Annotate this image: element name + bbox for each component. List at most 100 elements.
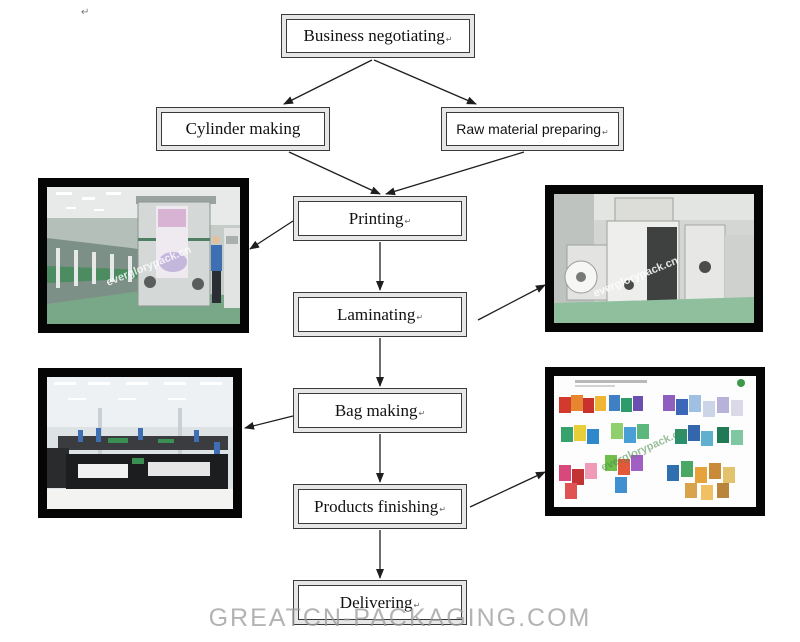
photo-finished-products: everglorypack.cn [545, 367, 765, 516]
ceiling-light [168, 398, 186, 400]
photo-scene [47, 377, 233, 509]
cabinet-panel [226, 236, 238, 244]
pouch [717, 427, 729, 443]
step-label: Laminating [336, 304, 416, 324]
roller [624, 280, 634, 290]
step-products-finishing: Products finishing↵ [293, 484, 467, 529]
pouch-cluster [675, 425, 743, 446]
worker [78, 430, 83, 442]
pouch [615, 477, 627, 493]
laminating-machine-top [614, 197, 674, 223]
pouch-cluster [559, 395, 643, 413]
ceiling-light [126, 382, 148, 385]
pouch [663, 395, 675, 411]
ceiling-light [88, 382, 110, 385]
pouch-cluster [561, 423, 649, 444]
step-laminating: Laminating↵ [293, 292, 467, 337]
arrow-bag-making-to-photo [244, 415, 294, 430]
ceiling-light [68, 398, 86, 400]
machine-row-stripe [47, 266, 148, 283]
pouch [703, 401, 715, 417]
photo-scene: everglorypack.cn [554, 376, 756, 507]
return-mark: ↵ [602, 127, 609, 137]
ceiling-light [106, 192, 121, 195]
corner-return-mark: ↵ [81, 7, 90, 18]
pouch [701, 431, 713, 446]
return-mark: ↵ [439, 505, 446, 514]
pouch [685, 483, 697, 498]
ceiling-light [54, 382, 76, 385]
pouch [587, 429, 599, 444]
ceiling-light [118, 398, 136, 400]
ceiling-light [66, 207, 76, 209]
worker-pants [212, 271, 221, 303]
photo-laminating-machine: everglorypack.cn [545, 185, 763, 332]
catalog-header [575, 380, 647, 383]
pouch [688, 425, 700, 441]
pouch-cluster [663, 395, 743, 417]
pouch [571, 395, 583, 411]
photo-scene: everglorypack.cn [47, 187, 240, 324]
step-cylinder-making: Cylinder making [156, 107, 330, 151]
arrow-finishing-to-photo [469, 471, 546, 508]
pouch [583, 398, 594, 413]
machine-panel [148, 462, 210, 476]
machine-unit [725, 235, 754, 303]
pouch [631, 455, 643, 471]
ceiling-light [56, 192, 72, 195]
machine-unit [128, 256, 132, 282]
pouch [559, 397, 571, 413]
machine-accent [158, 439, 174, 443]
step-label: Business negotiating [303, 26, 445, 45]
step-label: Bag making [334, 400, 418, 420]
machine-accent [108, 438, 128, 443]
pouch [701, 485, 713, 500]
arrow-raw-material-to-printing [385, 151, 525, 196]
return-mark: ↵ [413, 601, 421, 610]
printing-machine-frame [136, 196, 216, 204]
step-label: Printing [348, 208, 404, 228]
ceiling-light [94, 209, 104, 211]
roller [192, 278, 204, 290]
arrow-printing-to-photo [249, 220, 294, 250]
step-printing: Printing↵ [293, 196, 467, 241]
pouch [667, 465, 679, 481]
step-raw-material-preparing: Raw material preparing↵ [441, 107, 624, 151]
worker [138, 428, 143, 440]
roller [144, 276, 156, 288]
machine-unit [56, 248, 60, 288]
pouch [717, 483, 729, 498]
pouch [621, 398, 632, 412]
step-business-negotiating: Business negotiating↵ [281, 14, 475, 58]
pouch [572, 469, 584, 485]
pouch [717, 397, 729, 413]
worker-shirt [211, 245, 222, 271]
pouch [676, 399, 688, 415]
machine-unit [74, 250, 78, 286]
pouch [605, 455, 617, 471]
pouch [618, 459, 630, 475]
pouch [561, 427, 573, 442]
machine-unit [92, 252, 96, 284]
machine-accent [132, 458, 144, 464]
worker [214, 442, 220, 460]
pouch [574, 425, 586, 441]
pouch [709, 463, 721, 479]
ceiling-light [164, 382, 186, 385]
step-bag-making: Bag making↵ [293, 388, 467, 433]
machine-unit [110, 254, 114, 282]
catalog-header [575, 385, 615, 387]
worker [96, 428, 101, 442]
step-label: Raw material preparing [456, 121, 602, 137]
ceiling-light [82, 197, 95, 200]
worker-head [212, 236, 220, 244]
pouch [695, 467, 707, 483]
pouch [637, 424, 649, 439]
return-mark: ↵ [418, 409, 426, 418]
printing-film-print [158, 209, 186, 227]
step-label: Products finishing [314, 496, 439, 516]
pouch [633, 396, 643, 411]
pouch [731, 430, 743, 445]
return-mark: ↵ [445, 34, 453, 44]
pouch [595, 396, 606, 411]
